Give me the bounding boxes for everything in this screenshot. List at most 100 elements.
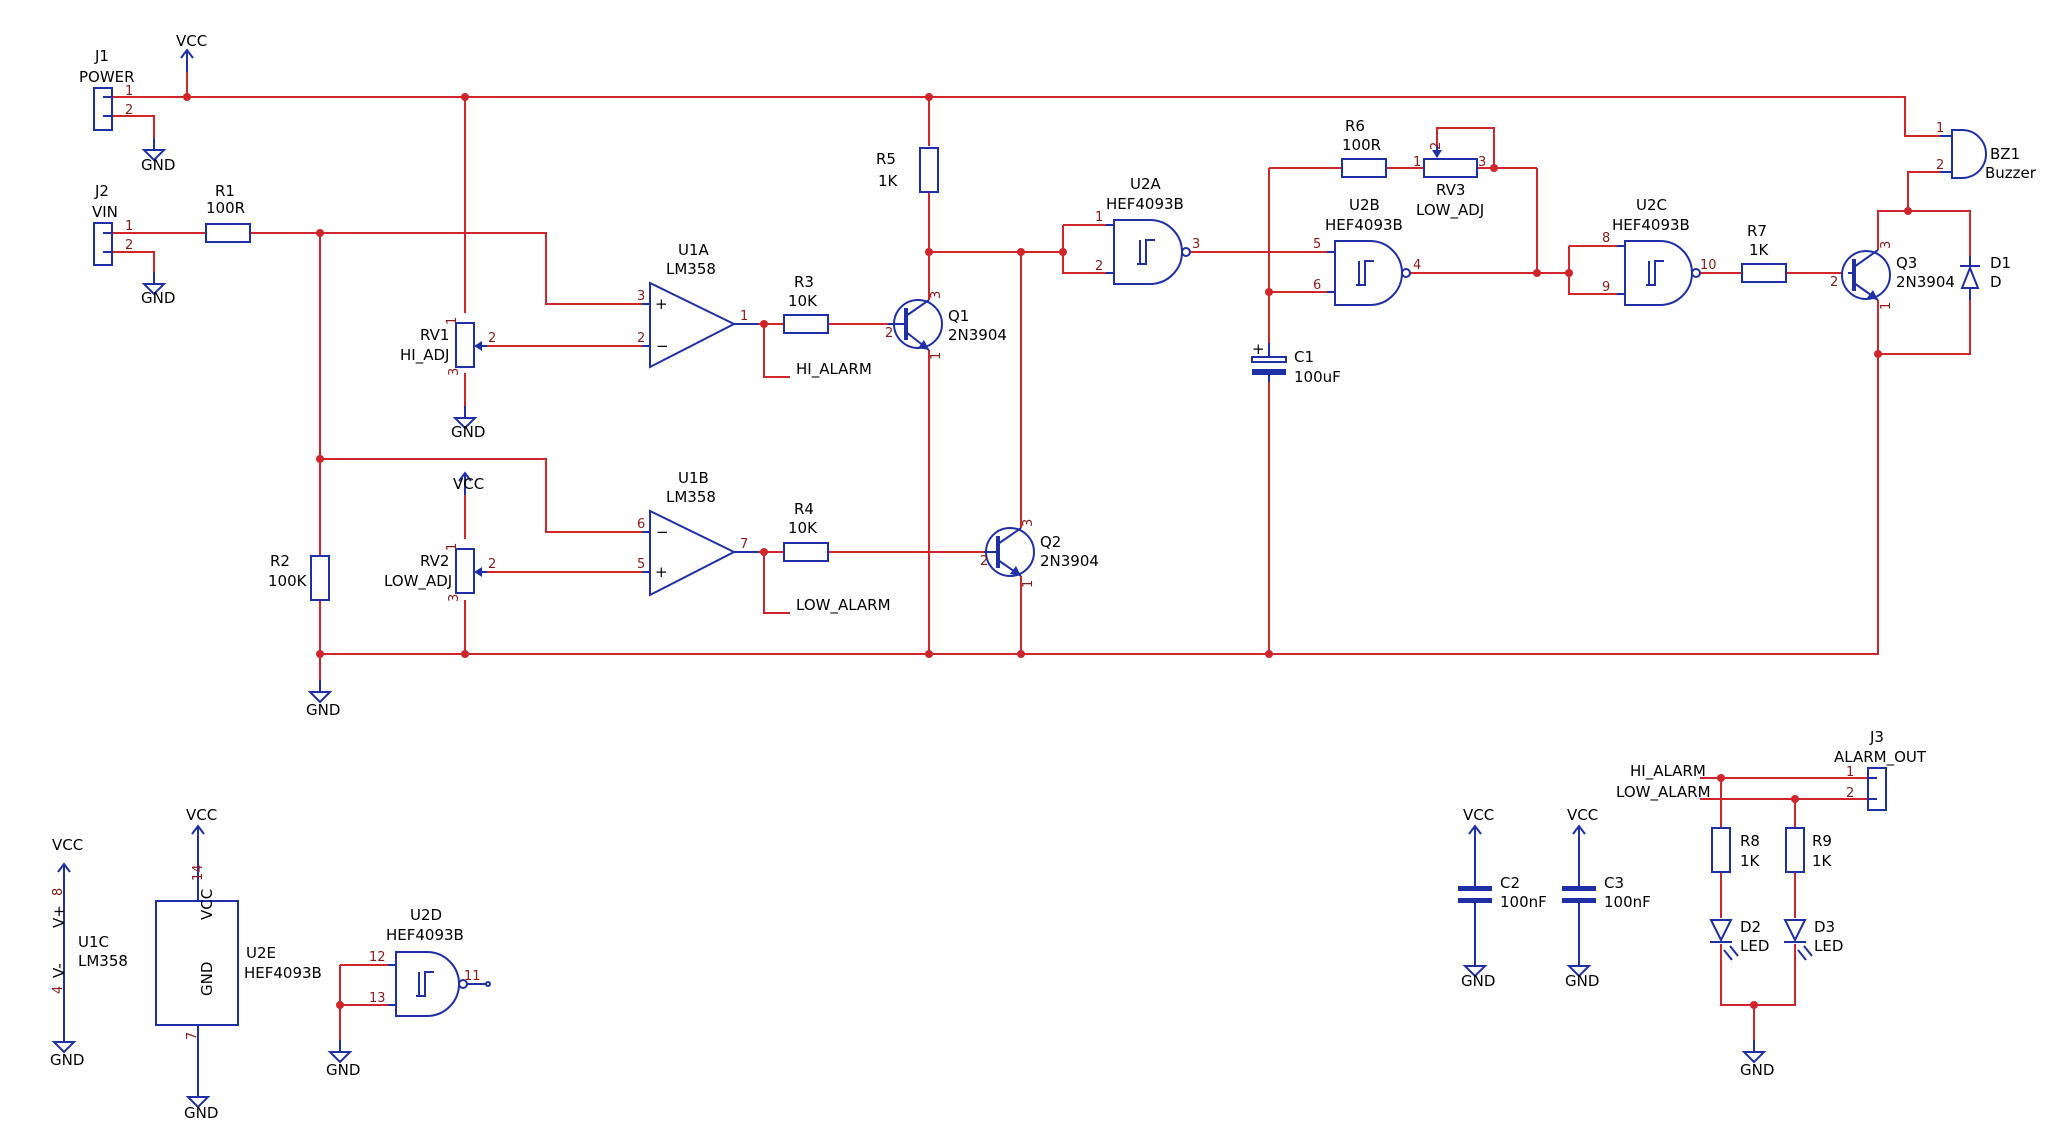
c1-value: 100uF: [1294, 368, 1341, 386]
transistor-q3: 2 3 1 Q3 2N3904: [1830, 241, 1955, 310]
j2-value: VIN: [92, 203, 118, 221]
pin-number: 1: [1936, 121, 1944, 136]
u2b-ref: U2B: [1349, 196, 1380, 214]
buzzer-bz1: 1 2 BZ1 Buzzer: [1936, 121, 2037, 182]
gnd-label: GND: [451, 423, 485, 441]
led-d3: D3 LED: [1783, 918, 1843, 961]
c3-value: 100nF: [1604, 893, 1651, 911]
plus-sign: +: [655, 295, 668, 313]
pin-number: 2: [1846, 786, 1854, 801]
pin-number: 5: [1313, 237, 1321, 252]
u1b-ref: U1B: [678, 469, 709, 487]
d2-ref: D2: [1740, 918, 1761, 936]
u1c-ref: U1C: [78, 933, 109, 951]
pin-number: 1: [125, 219, 133, 234]
r8-ref: R8: [1740, 832, 1760, 850]
capacitor-c3: VCC GND C3 100nF: [1562, 806, 1651, 990]
minus-sign: −: [656, 337, 669, 355]
resistor-r9: R9 1K: [1785, 827, 1833, 873]
plus-sign: +: [655, 563, 668, 581]
transistor-q2: 2 3 1 Q2 2N3904: [980, 519, 1099, 588]
rv3-value: LOW_ADJ: [1416, 201, 1484, 220]
r6-ref: R6: [1345, 117, 1365, 135]
opamp-u1a: + − 3 2 1 U1A LM358: [637, 241, 758, 369]
rv1-value: HI_ADJ: [400, 346, 449, 365]
bz1-ref: BZ1: [1990, 145, 2020, 163]
gnd-label: GND: [1740, 1061, 1774, 1079]
pin-number: 12: [369, 950, 386, 965]
connector-j2: J2 VIN 1 2: [92, 182, 133, 266]
pin-number: 4: [51, 986, 66, 994]
pin-number: 7: [185, 1032, 200, 1040]
pin-number: 7: [740, 537, 748, 552]
power-symbols: VCC GND GND GND VCC GND: [141, 32, 485, 719]
r2-value: 100K: [268, 572, 308, 590]
wires: [112, 72, 1971, 1040]
d1-ref: D1: [1990, 254, 2011, 272]
j1-value: POWER: [79, 68, 135, 86]
pin-number: 3: [1478, 155, 1486, 170]
gnd-label: GND: [1565, 972, 1599, 990]
pin-number: 13: [369, 991, 386, 1006]
resistor-r6: R6 100R: [1341, 117, 1387, 178]
gnd-label: GND: [306, 701, 340, 719]
u2a-ref: U2A: [1130, 175, 1162, 193]
u2e-gnd: GND: [198, 962, 216, 996]
resistor-r3: R3 10K: [783, 273, 829, 334]
gnd-label: GND: [50, 1051, 84, 1069]
r9-value: 1K: [1812, 852, 1833, 870]
u2c-value: HEF4093B: [1612, 216, 1690, 234]
q1-ref: Q1: [948, 307, 969, 325]
pin-number: 1: [1879, 302, 1894, 310]
q3-ref: Q3: [1896, 254, 1917, 272]
opamp-power-u1c: VCC 8 V+ V- 4 GND U1C LM358: [50, 836, 128, 1069]
u1b-value: LM358: [666, 488, 716, 506]
u2e-vcc: VCC: [198, 889, 216, 920]
connector-j3: 1 2 J3 ALARM_OUT HI_ALARM LOW_ALARM: [1616, 728, 1927, 811]
pin-number: 5: [637, 557, 645, 572]
nand-gate-u2d: 12 13 11 U2D HEF4093B GND: [326, 906, 491, 1079]
u2d-ref: U2D: [410, 906, 442, 924]
rv1-ref: RV1: [420, 326, 449, 344]
minus-sign: −: [656, 523, 669, 541]
pin-number: 2: [125, 238, 133, 253]
potentiometer-rv3: 1 3 2 RV3 LOW_ADJ: [1413, 142, 1486, 220]
pin-number: 1: [929, 352, 944, 360]
pin-number: 3: [929, 291, 944, 299]
pin-number: 1: [1095, 210, 1103, 225]
pin-number: 1: [1021, 580, 1036, 588]
wire-vcc-rail: [112, 96, 1940, 137]
r1-value: 100R: [206, 199, 245, 217]
r7-value: 1K: [1749, 241, 1770, 259]
u1c-vminus: V-: [50, 963, 68, 978]
gnd-label: GND: [326, 1061, 360, 1079]
pin-number: 3: [447, 368, 462, 376]
net-label-hi-alarm: HI_ALARM: [796, 360, 872, 379]
connector-j1: J1 POWER 1 2: [79, 47, 135, 131]
j2-ref: J2: [94, 182, 109, 200]
gnd-label: GND: [1461, 972, 1495, 990]
pin-number: 8: [51, 888, 66, 896]
pin-number: 2: [980, 554, 988, 569]
q2-ref: Q2: [1040, 533, 1061, 551]
pin-number: 2: [125, 103, 133, 118]
opamp-u1b: − + 6 5 7 U1B LM358: [637, 469, 758, 597]
resistor-r4: R4 10K: [783, 500, 829, 562]
pin-number: 6: [637, 517, 645, 532]
j3-ref: J3: [1869, 728, 1884, 746]
pin-number: 2: [885, 326, 893, 341]
rv3-ref: RV3: [1436, 181, 1465, 199]
net-label-hi-alarm: HI_ALARM: [1630, 762, 1706, 781]
nand-gate-u2b: 5 6 4 U2B HEF4093B: [1313, 196, 1421, 306]
pin-number: 2: [637, 331, 645, 346]
r4-ref: R4: [794, 500, 814, 518]
gnd-symbol: [309, 679, 331, 703]
pin-number: 1: [445, 317, 460, 325]
potentiometer-rv2: 1 2 3 RV2 LOW_ADJ: [384, 543, 496, 602]
pin-number: 3: [1879, 241, 1894, 249]
potentiometer-rv1: 1 2 3 RV1 HI_ADJ: [400, 317, 496, 376]
u1c-vplus: V+: [50, 905, 68, 928]
r6-value: 100R: [1342, 136, 1381, 154]
